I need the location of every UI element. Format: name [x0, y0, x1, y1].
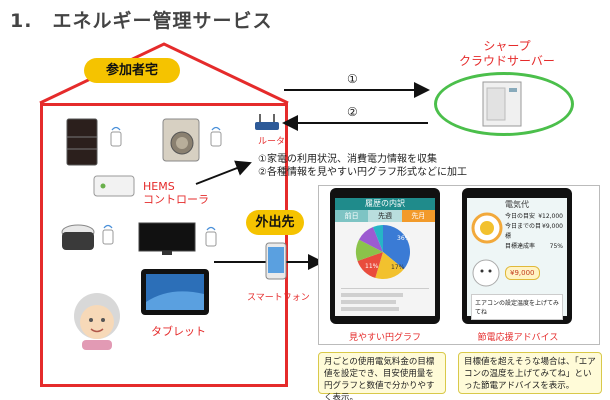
pie-graph-phone: 履歴の内訳 前日 先週 先月 36% 17% 11%	[330, 188, 440, 324]
hems-controller-icon	[93, 175, 135, 197]
smartphone-icon	[265, 242, 287, 280]
page-title: 1. エネルギー管理サービス	[10, 10, 273, 32]
rice-cooker-icon	[61, 224, 95, 250]
advice-value-bubble: ¥9,000	[505, 266, 540, 280]
house-roof	[39, 42, 289, 105]
cloud-server-area	[434, 72, 574, 136]
advice-note: 目標値を超えそうな場合は、「エアコンの温度を上げてみてね」といった節電アドバイス…	[458, 352, 602, 394]
television-icon	[138, 222, 196, 255]
refrigerator-icon	[66, 118, 98, 166]
pie-label: 17%	[391, 264, 405, 271]
outside-badge: 外出先	[246, 210, 304, 235]
pie-chart: 36% 17% 11%	[355, 225, 411, 280]
screen-header: 電気代	[505, 200, 529, 209]
step-1-label: ①	[347, 72, 358, 86]
pie-slice	[359, 227, 383, 252]
router-label: ルータ	[258, 137, 286, 147]
pie-slice	[355, 239, 383, 261]
participant-home	[40, 103, 288, 387]
pie-slice	[383, 225, 411, 270]
cloud-server-title: シャープ クラウドサーバー	[459, 39, 555, 68]
phone-screen: 履歴の内訳 前日 先週 先月 36% 17% 11%	[335, 198, 435, 316]
smartphone-label: スマートフォン	[247, 293, 310, 303]
advice-caption: 節電応援アドバイス	[477, 333, 559, 343]
hems-controller-label: HEMS コントローラ	[143, 180, 209, 206]
tablet-icon	[141, 269, 209, 315]
pie-slice	[357, 252, 383, 278]
tab-last-month[interactable]: 先月	[401, 210, 435, 222]
bill-row: 今日までの目標¥9,000	[505, 223, 563, 240]
tab-last-week[interactable]: 先週	[368, 210, 402, 222]
savings-gauge-icon	[471, 212, 503, 244]
pie-graph-caption: 見やすい円グラフ	[348, 333, 421, 343]
tab-previous-day[interactable]: 前日	[335, 210, 369, 222]
description-line: ②各種情報を見やすい円グラフ形式などに加工	[258, 167, 467, 178]
router-icon	[255, 114, 279, 130]
tablet-label: タブレット	[151, 325, 206, 338]
pie-slice	[373, 225, 383, 252]
bill-row: 今日の目安¥12,000	[505, 213, 563, 220]
legend-list	[341, 288, 429, 316]
pie-graph-note: 月ごとの使用電気料金の目標値を設定でき、目安使用量を円グラフと数値で分かりやすく…	[318, 352, 446, 400]
elderly-person-icon	[74, 293, 120, 350]
pie-label: 36%	[397, 235, 411, 242]
period-tabs: 前日 先週 先月	[335, 210, 435, 222]
wireless-adapter-icon	[210, 126, 222, 147]
advice-area: ¥9,000	[471, 258, 563, 288]
character-icon	[472, 259, 500, 287]
screen-header: 履歴の内訳	[335, 198, 435, 210]
description-line: ①家電の利用状況、消費電力情報を収集	[258, 154, 437, 165]
washing-machine-icon	[162, 118, 200, 162]
advice-message: エアコンの設定温度を上げてみてね	[471, 294, 563, 320]
process-description: ①家電の利用状況、消費電力情報を収集 ②各種情報を見やすい円グラフ形式などに加工	[258, 153, 467, 179]
wireless-adapter-icon	[102, 224, 114, 245]
pie-label: 11%	[365, 263, 379, 270]
pie-slice	[375, 252, 404, 280]
step-2-label: ②	[347, 105, 358, 119]
wireless-adapter-icon	[110, 126, 122, 147]
participant-home-badge: 参加者宅	[84, 58, 180, 83]
server-icon	[482, 81, 522, 127]
wireless-adapter-icon	[205, 226, 217, 247]
